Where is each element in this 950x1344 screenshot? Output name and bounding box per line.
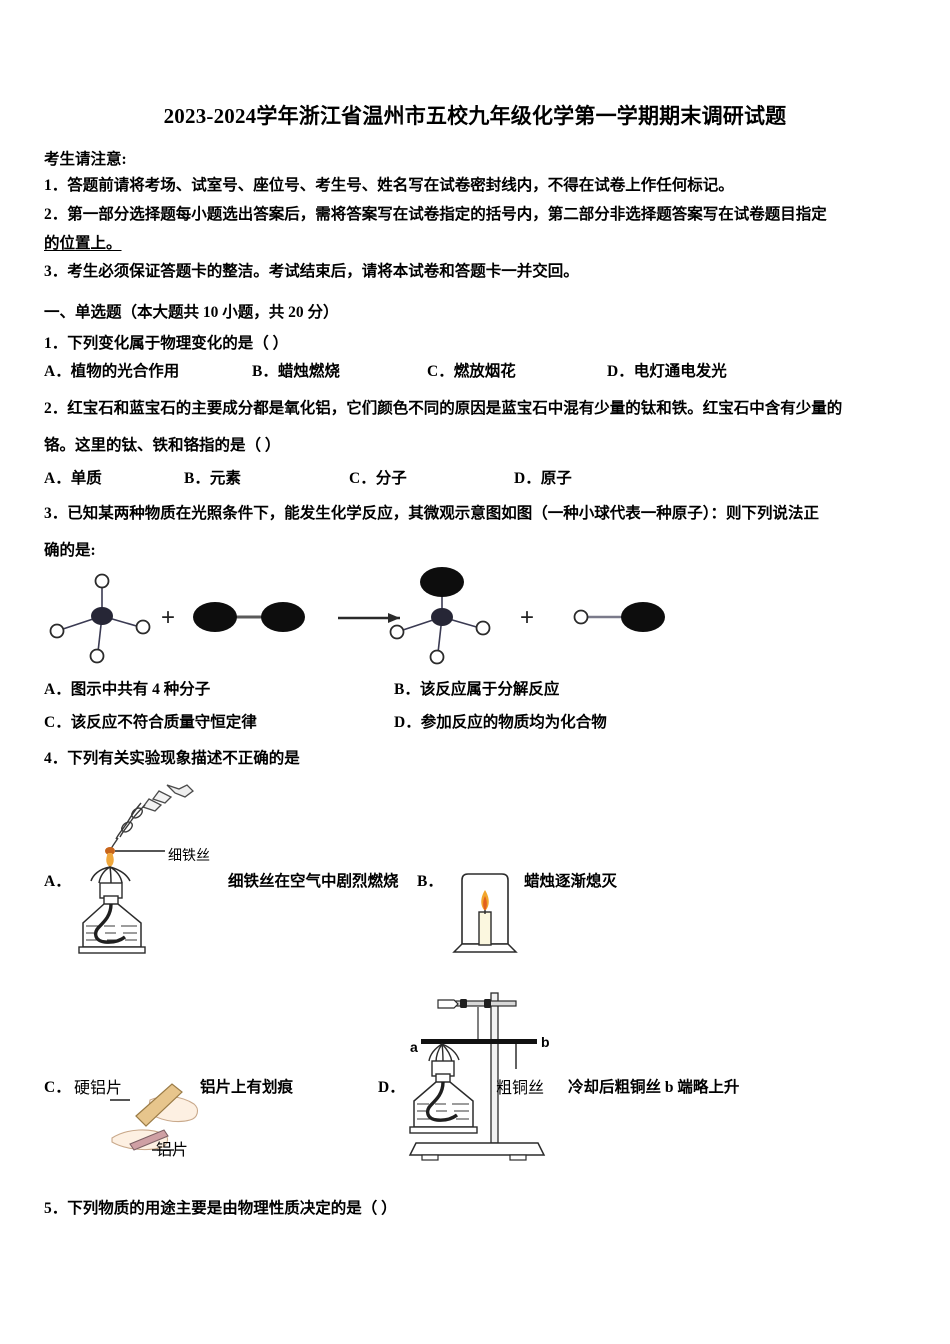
- q4-option-c-text[interactable]: 铝片上有划痕: [200, 1079, 294, 1096]
- candle-flame-inner: [483, 896, 487, 911]
- atom-open-6: [475, 620, 491, 636]
- notice-item-1: 1．答题前请将考场、试室号、座位号、考生号、姓名写在试卷密封线内，不得在试卷上作…: [44, 177, 734, 194]
- atom-open-3: [135, 619, 151, 635]
- label-fine-iron-wire: 细铁丝: [168, 847, 210, 863]
- label-thick-copper-wire: 粗铜丝: [496, 1080, 545, 1097]
- jar-base-d: [409, 1126, 478, 1134]
- hard-aluminium-strip: [135, 1083, 183, 1127]
- stand-base: [408, 1142, 546, 1156]
- flame-glow: [106, 853, 114, 867]
- q4-option-b-label[interactable]: B．: [417, 873, 443, 890]
- jar-base: [78, 946, 146, 954]
- notice-item-2-cont: 的位置上。: [44, 235, 122, 252]
- atom-dark-1: [193, 602, 237, 632]
- question-3-stem-line-2: 确的是:: [44, 542, 96, 559]
- question-2-stem-line-2: 铬。这里的钛、铁和铬指的是（ ）: [44, 437, 281, 454]
- aluminium-plate: [129, 1129, 169, 1151]
- atom-open-5: [389, 624, 405, 640]
- label-point-b: b: [541, 1034, 550, 1050]
- q3-option-c[interactable]: C．该反应不符合质量守恒定律: [44, 714, 257, 731]
- question-3-reaction-diagram: + +: [30, 560, 710, 678]
- question-1-options: A．植物的光合作用 B．蜡烛燃烧 C．燃放烟花 D．电灯通电发光: [44, 359, 914, 381]
- atom-open-1: [94, 573, 110, 589]
- clamp-screw-2: [484, 999, 491, 1008]
- question-3-options-row-1: A．图示中共有 4 种分子 B．该反应属于分解反应: [44, 677, 914, 699]
- plus-sign-left: +: [161, 604, 176, 631]
- figure-iron-wire-apparatus: [75, 783, 205, 958]
- question-1-stem: 1．下列变化属于物理变化的是（ ）: [44, 335, 289, 352]
- atom-center-dark-2: [431, 608, 453, 626]
- plus-sign-right: +: [520, 604, 535, 631]
- q4-option-a-text[interactable]: 细铁丝在空气中剧烈燃烧: [228, 873, 399, 890]
- q3-option-d[interactable]: D．参加反应的物质均为化合物: [394, 714, 607, 731]
- q1-option-c[interactable]: C．燃放烟花: [427, 363, 516, 380]
- wire-in-jar-d: [425, 1081, 459, 1122]
- atom-open-4: [89, 648, 105, 664]
- notice-heading: 考生请注意:: [44, 151, 127, 168]
- page-title: 2023-2024学年浙江省温州市五校九年级化学第一学期期末调研试题: [163, 104, 787, 128]
- iron-wire-coil: [110, 802, 146, 850]
- stand-rod: [490, 992, 499, 1144]
- figure-copper-wire-stand: [398, 992, 576, 1165]
- q4-option-b-text[interactable]: 蜡烛逐渐熄灭: [524, 873, 618, 890]
- label-aluminium-plate: 铝片: [156, 1142, 189, 1159]
- wire-flare: [90, 866, 131, 885]
- reaction-svg: [49, 567, 665, 665]
- figure-candle-under-beaker: [452, 866, 518, 954]
- tongs-icon: [141, 784, 194, 812]
- q4-option-c-label[interactable]: C．: [44, 1079, 71, 1096]
- q4-option-d-text[interactable]: 冷却后粗铜丝 b 端略上升: [568, 1079, 740, 1096]
- notice-item-3: 3．考生必须保证答题卡的整洁。考试结束后，请将本试卷和答题卡一并交回。: [44, 263, 579, 280]
- q4-option-a-label[interactable]: A．: [44, 873, 71, 890]
- question-3-stem-line-1: 3．已知某两种物质在光照条件下，能发生化学反应，其微观示意图如图（一种小球代表一…: [44, 505, 820, 522]
- atom-dark-top: [420, 567, 464, 597]
- q1-option-b[interactable]: B．蜡烛燃烧: [252, 363, 340, 380]
- atom-open-7: [429, 649, 445, 665]
- reaction-arrow-head: [388, 613, 400, 623]
- q1-option-d[interactable]: D．电灯通电发光: [607, 363, 727, 380]
- q2-option-b[interactable]: B．元素: [184, 470, 241, 487]
- copper-bar: [421, 1039, 537, 1044]
- atom-open-8: [573, 609, 589, 625]
- clamp-screw-1: [460, 999, 467, 1008]
- figure-aluminium-scratch: [108, 1078, 218, 1166]
- atom-open-2: [49, 623, 65, 639]
- atom-dark-2: [261, 602, 305, 632]
- atom-center-dark: [91, 607, 113, 625]
- question-2-stem-line-1: 2．红宝石和蓝宝石的主要成分都是氧化铝，它们颜色不同的原因是蓝宝石中混有少量的钛…: [44, 400, 843, 417]
- atom-dark-3: [621, 602, 665, 632]
- wire-flare-d: [428, 1043, 460, 1064]
- q2-option-c[interactable]: C．分子: [349, 470, 407, 487]
- q1-option-a[interactable]: A．植物的光合作用: [44, 363, 180, 380]
- q3-option-b[interactable]: B．该反应属于分解反应: [394, 681, 560, 698]
- q4-option-d-label[interactable]: D．: [378, 1079, 405, 1096]
- candle-body: [478, 911, 492, 946]
- q2-option-d[interactable]: D．原子: [514, 470, 572, 487]
- q3-option-a[interactable]: A．图示中共有 4 种分子: [44, 681, 211, 698]
- clamp-jaw: [437, 999, 459, 1009]
- beaker-base: [452, 943, 518, 953]
- base-foot-2: [509, 1154, 527, 1161]
- question-4-stem: 4．下列有关实验现象描述不正确的是: [44, 750, 300, 767]
- wire-in-jar: [93, 903, 127, 944]
- label-point-a: a: [410, 1039, 418, 1055]
- notice-item-2: 2．第一部分选择题每小题选出答案后，需将答案写在试卷指定的括号内，第二部分非选择…: [44, 206, 827, 223]
- q2-option-a[interactable]: A．单质: [44, 470, 102, 487]
- question-2-options: A．单质 B．元素 C．分子 D．原子: [44, 466, 914, 488]
- section-heading: 一、单选题（本大题共 10 小题，共 20 分）: [44, 304, 339, 321]
- base-foot-1: [421, 1154, 439, 1161]
- question-5-stem: 5．下列物质的用途主要是由物理性质决定的是（ ）: [44, 1200, 397, 1217]
- question-3-options-row-2: C．该反应不符合质量守恒定律 D．参加反应的物质均为化合物: [44, 710, 914, 732]
- burning-tip: [105, 847, 115, 855]
- label-hard-aluminium: 硬铝片: [74, 1080, 123, 1097]
